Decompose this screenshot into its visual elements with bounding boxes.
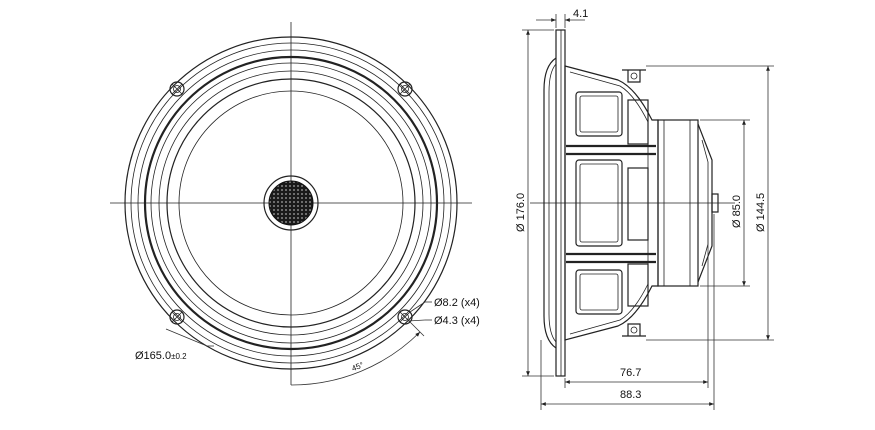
mounting-hole-bottom-right [397, 309, 413, 325]
mounting-hole-bottom-left [169, 309, 185, 325]
dust-cap-ring [263, 175, 319, 231]
hole-small-leader [407, 319, 426, 322]
mounting-hole-top-right [397, 81, 413, 97]
flange-thickness-label: 4.1 [573, 8, 588, 20]
phase-plug-mesh [268, 180, 314, 226]
angle-label: 45° [350, 360, 365, 373]
angle-arc [290, 331, 421, 386]
surround-profile [543, 57, 557, 349]
frame-ring-3 [137, 49, 445, 357]
frame-ring-2 [130, 42, 452, 364]
surround-outer-ring [143, 55, 439, 351]
hole-large-leader [409, 301, 426, 313]
cutout-diameter-label: Ø 144.5 [755, 193, 767, 232]
basket [564, 65, 659, 341]
surround-inner-ring [158, 70, 424, 336]
front-view: Ø8.2 (x4) Ø4.3 (x4) Ø165.0±0.2 45° [110, 22, 480, 386]
outer-frame-ring [124, 36, 458, 370]
bolt-circle-leader [165, 328, 208, 347]
side-view: 4.1 Ø 176.0 Ø 85.0 Ø 144.5 76.7 88.3 [515, 8, 774, 410]
bolt-circle-label: Ø165.0±0.2 [135, 350, 187, 362]
hole-large-label: Ø8.2 (x4) [434, 297, 480, 309]
cone-outer-edge [166, 78, 416, 328]
mounting-depth-label: 76.7 [620, 367, 641, 379]
magnet-diameter-label: Ø 85.0 [731, 195, 743, 228]
cone-inner-ring [178, 90, 404, 316]
surround-ring [150, 62, 432, 344]
total-depth-label: 88.3 [620, 389, 641, 401]
hole-small-label: Ø4.3 (x4) [434, 315, 480, 327]
magnet-assembly [657, 119, 719, 287]
vent-plug [711, 193, 719, 213]
overall-diameter-label: Ø 176.0 [515, 193, 527, 232]
mounting-hole-top-left [169, 81, 185, 97]
